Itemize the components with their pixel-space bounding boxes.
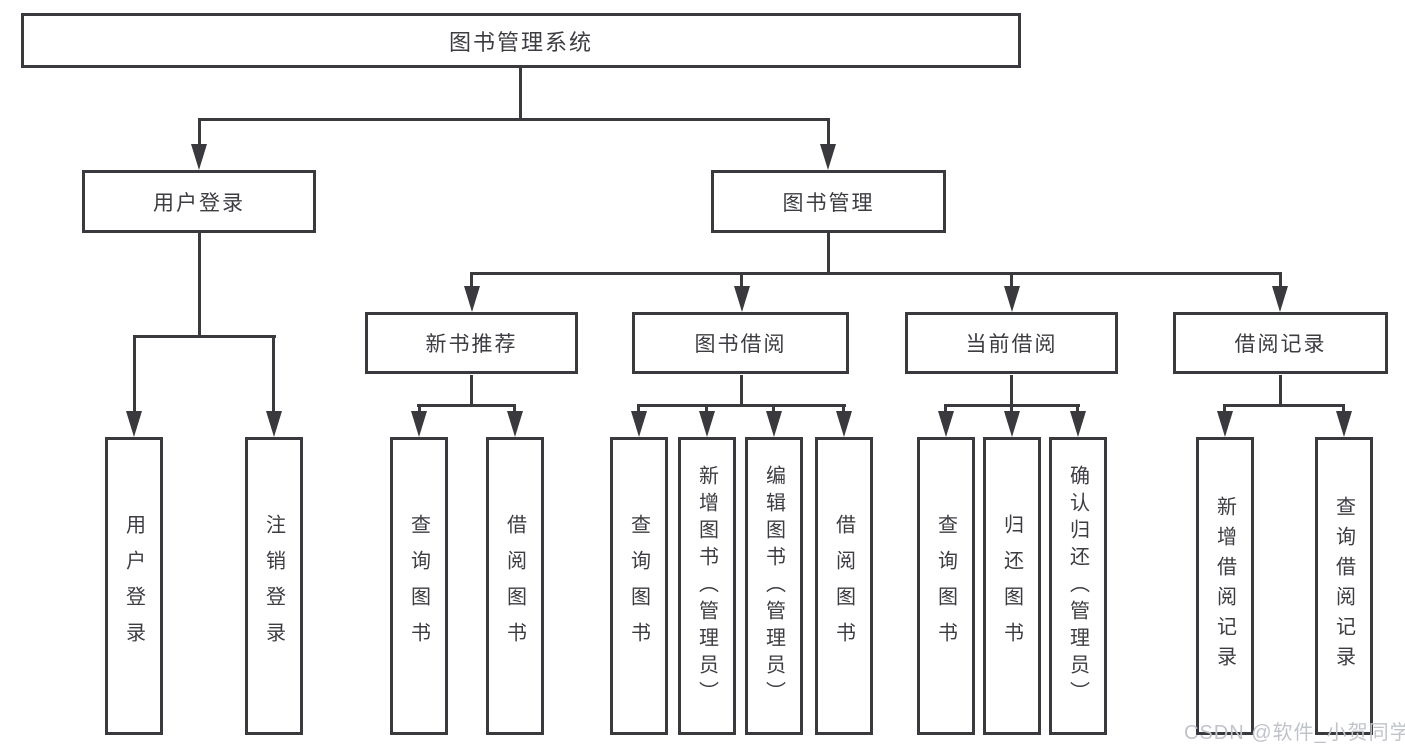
leaf-confirm-return-admin: 确认归还（管理员） xyxy=(1049,437,1107,735)
arrow-down-icon xyxy=(699,411,715,437)
leaf-borrow-books-recommend: 借阅图书 xyxy=(486,437,544,735)
connector-new-book-bus xyxy=(417,404,516,407)
connector-stub-leaf-user-login xyxy=(133,335,136,417)
connector-stub xyxy=(842,404,845,417)
leaf-logout: 注销登录 xyxy=(245,437,303,735)
arrow-down-icon xyxy=(734,286,750,312)
connector-root-stem xyxy=(519,66,522,121)
arrow-down-icon xyxy=(411,411,427,437)
leaf-query-books-borrowing: 查询图书 xyxy=(610,437,668,735)
arrow-down-icon xyxy=(266,411,282,437)
arrow-down-icon xyxy=(1336,411,1352,437)
arrow-down-icon xyxy=(1004,411,1020,437)
leaf-query-borrow-record: 查询借阅记录 xyxy=(1315,437,1373,735)
node-user-login: 用户登录 xyxy=(82,170,316,233)
connector-stub xyxy=(1010,404,1013,417)
arrow-down-icon xyxy=(1070,411,1086,437)
connector-stub-user-login xyxy=(198,118,201,150)
leaf-return-books: 归还图书 xyxy=(983,437,1041,735)
leaf-add-borrow-record: 新增借阅记录 xyxy=(1196,437,1254,735)
connector-stub xyxy=(705,404,708,417)
arrow-down-icon xyxy=(1217,411,1233,437)
arrow-down-icon xyxy=(938,411,954,437)
connector-book-borrow-stem xyxy=(740,375,743,407)
connector-book-borrow-bus xyxy=(637,404,846,407)
connector-stub xyxy=(1076,404,1079,417)
connector-user-login-bus xyxy=(133,335,276,338)
connector-current-borrow-stem xyxy=(1010,375,1013,407)
connector-stub-new-book xyxy=(470,272,473,292)
leaf-query-books-recommend: 查询图书 xyxy=(390,437,448,735)
arrow-down-icon xyxy=(836,411,852,437)
connector-root-bus xyxy=(198,118,830,121)
arrow-down-icon xyxy=(126,411,142,437)
arrow-down-icon xyxy=(766,411,782,437)
arrow-down-icon xyxy=(464,286,480,312)
connector-stub xyxy=(1223,404,1226,417)
node-borrowing-records: 借阅记录 xyxy=(1173,312,1388,374)
connector-stub-book-borrow xyxy=(740,272,743,292)
csdn-watermark: CSDN @软件_小贺同学 xyxy=(1184,722,1405,744)
connector-stub xyxy=(944,404,947,417)
connector-stub-book-mgmt xyxy=(827,118,830,150)
arrow-down-icon xyxy=(1004,286,1020,312)
node-book-borrowing: 图书借阅 xyxy=(632,312,849,374)
leaf-borrow-books-borrowing: 借阅图书 xyxy=(815,437,873,735)
connector-stub-leaf-logout xyxy=(272,335,275,417)
connector-stub xyxy=(1342,404,1345,417)
node-root: 图书管理系统 xyxy=(21,13,1021,68)
arrow-down-icon xyxy=(631,411,647,437)
leaf-user-login: 用户登录 xyxy=(105,437,163,735)
arrow-down-icon xyxy=(191,144,207,170)
connector-stub xyxy=(772,404,775,417)
leaf-edit-books-admin: 编辑图书（管理员） xyxy=(745,437,803,735)
connector-user-login-stem xyxy=(198,231,201,337)
node-book-management: 图书管理 xyxy=(711,170,946,233)
leaf-query-books-current: 查询图书 xyxy=(917,437,975,735)
connector-stub xyxy=(418,404,421,417)
connector-stub-current-borrow xyxy=(1010,272,1013,292)
arrow-down-icon xyxy=(507,411,523,437)
connector-book-mgmt-stem xyxy=(827,231,830,274)
connector-borrow-records-stem xyxy=(1279,375,1282,407)
arrow-down-icon xyxy=(1272,286,1288,312)
connector-stub xyxy=(513,404,516,417)
connector-book-mgmt-bus xyxy=(470,272,1282,275)
node-new-book-recommendation: 新书推荐 xyxy=(365,312,578,374)
connector-stub xyxy=(637,404,640,417)
arrow-down-icon xyxy=(820,144,836,170)
node-current-borrowing: 当前借阅 xyxy=(905,312,1118,374)
connector-new-book-stem xyxy=(470,375,473,407)
connector-stub-borrow-records xyxy=(1279,272,1282,292)
connector-borrow-records-bus xyxy=(1223,404,1345,407)
leaf-add-books-admin: 新增图书（管理员） xyxy=(678,437,736,735)
